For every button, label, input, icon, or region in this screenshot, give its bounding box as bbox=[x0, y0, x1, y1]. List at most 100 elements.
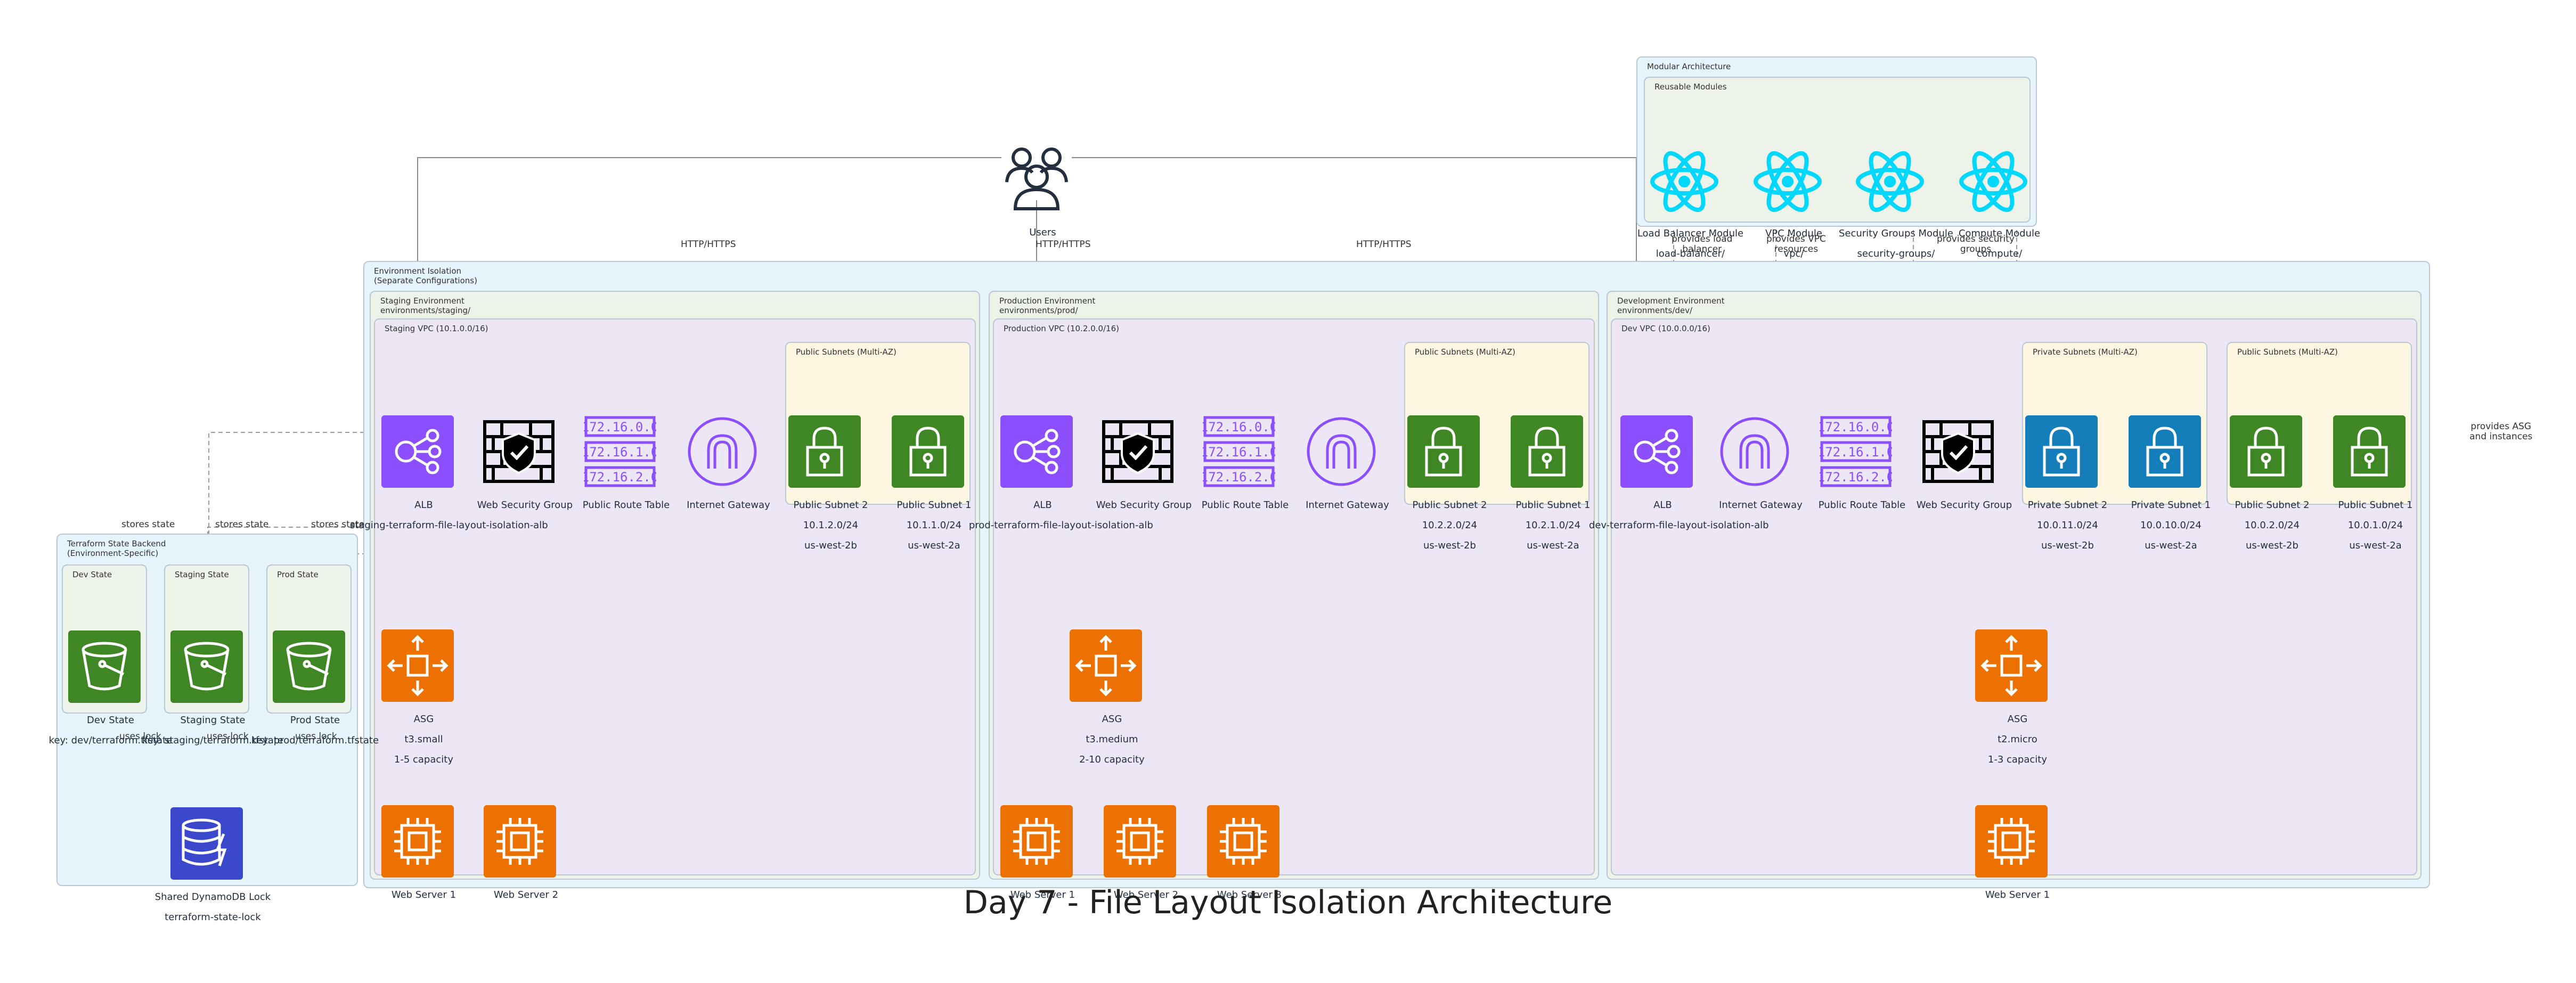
internet-gateway-icon bbox=[1307, 417, 1376, 486]
asg-type: t3.medium bbox=[1086, 734, 1138, 745]
load-balancer-icon bbox=[381, 415, 454, 488]
web-sg-label: Web Security Group bbox=[1916, 499, 2012, 511]
asg-name: ASG bbox=[2007, 714, 2028, 725]
subnet-az: us-west-2a bbox=[2349, 540, 2402, 551]
alb-detail: prod-terraform-file-layout-isolation-alb bbox=[968, 520, 1153, 531]
development-private-subnets-label: Private Subnets (Multi-AZ) bbox=[2033, 347, 2138, 357]
internet-gateway-icon bbox=[688, 417, 757, 486]
subnet-name: Public Subnet 1 bbox=[1515, 499, 1591, 511]
ec2-instance-icon bbox=[1207, 805, 1279, 878]
server-label: Web Server 1 bbox=[1985, 889, 2050, 900]
modular-architecture-label: Modular Architecture bbox=[1647, 62, 1731, 71]
lock-icon bbox=[892, 415, 964, 488]
dev-state-group-label: Dev State bbox=[72, 570, 112, 579]
production-public-subnet-2: Public Subnet 2 10.2.2.0/24 us-west-2b bbox=[1364, 395, 1523, 561]
subnet-cidr: 10.2.1.0/24 bbox=[1525, 520, 1581, 531]
ec2-instance-icon bbox=[484, 805, 556, 878]
development-public-subnet-1: Public Subnet 1 10.0.1.0/24 us-west-2a bbox=[2289, 395, 2449, 561]
development-vpc-label: Dev VPC (10.0.0.0/16) bbox=[1621, 324, 1710, 333]
svg-text:172.16.1.0: 172.16.1.0 bbox=[1820, 445, 1892, 460]
server-label: Web Server 1 bbox=[1010, 889, 1075, 900]
lock-icon bbox=[2129, 415, 2201, 488]
module-name: Security Groups Module bbox=[1838, 228, 1953, 239]
subnet-cidr: 10.0.2.0/24 bbox=[2244, 520, 2300, 531]
reusable-modules-container: Reusable Modules bbox=[1644, 77, 2031, 223]
svg-text:172.16.0.0: 172.16.0.0 bbox=[1203, 420, 1275, 435]
firewall-shield-icon bbox=[1922, 420, 1994, 483]
server-label: Web Server 2 bbox=[493, 889, 559, 900]
staging-state-bucket: Staging State key: staging/terraform.tfs… bbox=[127, 610, 287, 756]
staging-web-server-1: Web Server 1 bbox=[338, 785, 498, 910]
subnet-cidr: 10.1.1.0/24 bbox=[906, 520, 962, 531]
production-vpc-label: Production VPC (10.2.0.0/16) bbox=[1004, 324, 1119, 333]
subnet-name: Public Subnet 2 bbox=[793, 499, 868, 511]
production-web-server-2: Web Server 2 bbox=[1060, 785, 1220, 910]
stores-state-label-3: stores state bbox=[311, 519, 365, 530]
alb-name: ALB bbox=[1653, 499, 1672, 511]
compute-module: Compute Module compute/ bbox=[1913, 127, 2073, 269]
load-balancer-icon bbox=[1620, 415, 1693, 488]
server-label: Web Server 2 bbox=[1113, 889, 1179, 900]
ec2-instance-icon bbox=[381, 805, 454, 878]
subnet-name: Private Subnet 2 bbox=[2027, 499, 2108, 511]
lock-icon bbox=[2230, 415, 2302, 488]
module-path: vpc/ bbox=[1783, 248, 1804, 259]
asg-capacity: 1-3 capacity bbox=[1987, 754, 2047, 765]
state-key: key: staging/terraform.tfstate bbox=[142, 735, 283, 746]
svg-text:172.16.0.0: 172.16.0.0 bbox=[584, 420, 656, 435]
module-path: compute/ bbox=[1976, 248, 2023, 259]
staging-vpc-label: Staging VPC (10.1.0.0/16) bbox=[385, 324, 488, 333]
module-path: security-groups/ bbox=[1857, 248, 1935, 259]
subnet-az: us-west-2b bbox=[804, 540, 857, 551]
state-name: Dev State bbox=[86, 715, 134, 726]
stores-state-label-2: stores state bbox=[215, 519, 269, 530]
staging-web-server-2: Web Server 2 bbox=[440, 785, 600, 910]
http-label-dev: HTTP/HTTPS bbox=[1356, 239, 1412, 250]
development-internet-gateway: Internet Gateway bbox=[1675, 395, 1835, 520]
staging-web-security-group: Web Security Group bbox=[439, 395, 599, 520]
internet-gateway-icon bbox=[1720, 417, 1789, 486]
subnet-cidr: 10.0.10.0/24 bbox=[2140, 520, 2202, 531]
state-name: Staging State bbox=[180, 715, 246, 726]
users-icon bbox=[1005, 148, 1068, 210]
development-private-subnet-2: Private Subnet 2 10.0.11.0/24 us-west-2b bbox=[1982, 395, 2141, 561]
production-environment-label: Production Environment environments/prod… bbox=[999, 296, 1096, 315]
s3-bucket-icon bbox=[273, 630, 345, 703]
subnet-az: us-west-2a bbox=[1527, 540, 1579, 551]
security-groups-module: Security Groups Module security-groups/ bbox=[1810, 127, 1970, 269]
ec2-instance-icon bbox=[1000, 805, 1073, 878]
subnet-cidr: 10.0.11.0/24 bbox=[2037, 520, 2098, 531]
alb-detail: staging-terraform-file-layout-isolation-… bbox=[349, 520, 548, 531]
asg-capacity: 2-10 capacity bbox=[1079, 754, 1145, 765]
s3-bucket-icon bbox=[68, 630, 141, 703]
auto-scaling-icon bbox=[1975, 629, 2048, 702]
lock-icon bbox=[1407, 415, 1480, 488]
page-title: Day 7 - File Layout Isolation Architectu… bbox=[963, 884, 1613, 921]
vpc-module: VPC Module vpc/ bbox=[1708, 127, 1868, 269]
load-balancer-icon bbox=[1000, 415, 1073, 488]
lock-table: terraform-state-lock bbox=[165, 912, 261, 923]
subnet-az: us-west-2b bbox=[2041, 540, 2094, 551]
alb-name: ALB bbox=[414, 499, 433, 511]
development-public-subnets-label: Public Subnets (Multi-AZ) bbox=[2237, 347, 2338, 357]
staging-public-subnet-1: Public Subnet 1 10.1.1.0/24 us-west-2a bbox=[848, 395, 1008, 561]
react-icon bbox=[1856, 151, 1924, 212]
lock-icon bbox=[2333, 415, 2406, 488]
environment-isolation-label: Environment Isolation (Separate Configur… bbox=[374, 266, 477, 285]
subnet-az: us-west-2b bbox=[1423, 540, 1476, 551]
route-table-label: Public Route Table bbox=[582, 499, 670, 511]
development-alb: ALB dev-terraform-file-layout-isolation-… bbox=[1577, 395, 1769, 540]
development-asg: ASG t2.micro 1-3 capacity bbox=[1931, 609, 2091, 775]
staging-public-subnets-label: Public Subnets (Multi-AZ) bbox=[796, 347, 896, 357]
development-web-security-group: Web Security Group bbox=[1878, 395, 2038, 520]
subnet-az: us-west-2a bbox=[2145, 540, 2197, 551]
react-icon bbox=[1754, 151, 1822, 212]
uses-lock-label-3: uses lock bbox=[295, 731, 337, 742]
svg-text:172.16.2.0: 172.16.2.0 bbox=[584, 470, 656, 485]
staging-internet-gateway: Internet Gateway bbox=[642, 395, 802, 520]
production-web-server-1: Web Server 1 bbox=[957, 785, 1116, 910]
uses-lock-label-2: uses lock bbox=[207, 731, 249, 742]
lock-icon bbox=[788, 415, 861, 488]
